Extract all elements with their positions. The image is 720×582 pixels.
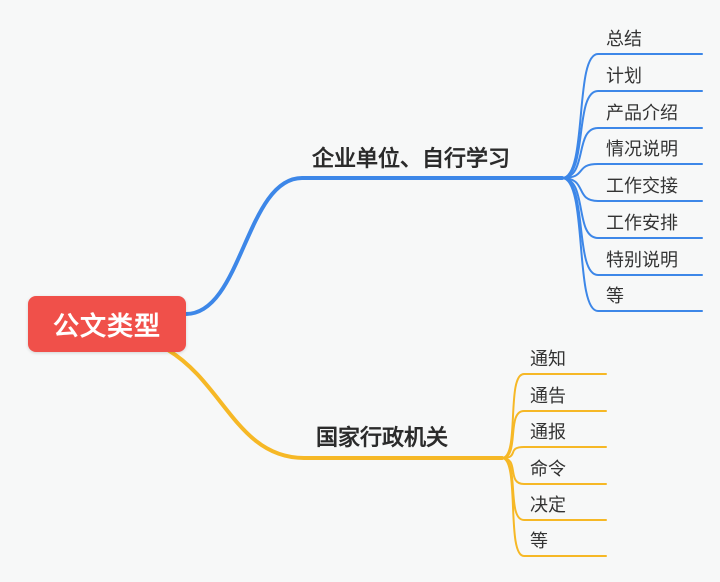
branch-blue-main-line — [184, 176, 564, 316]
leaf-connector-line — [561, 163, 703, 179]
leaf-connector-line — [501, 373, 607, 459]
branch-label-government[interactable]: 国家行政机关 — [316, 426, 449, 451]
leaf-connector-line — [561, 177, 703, 202]
root-node[interactable]: 公文类型 — [28, 296, 186, 352]
leaf-node[interactable]: 决定 — [530, 495, 566, 516]
leaf-node[interactable]: 总结 — [606, 29, 642, 50]
leaf-connector-line — [501, 410, 607, 459]
leaf-node[interactable]: 情况说明 — [606, 139, 678, 160]
leaf-node[interactable]: 产品介绍 — [606, 103, 678, 124]
leaf-connector-line — [561, 53, 703, 179]
leaf-node[interactable]: 通告 — [530, 386, 566, 407]
leaf-node[interactable]: 等 — [530, 531, 548, 552]
leaf-node[interactable]: 通知 — [530, 349, 566, 370]
leaf-node[interactable]: 工作交接 — [606, 176, 678, 197]
leaf-connector-line — [501, 457, 607, 557]
leaf-node[interactable]: 工作安排 — [606, 213, 678, 234]
leaf-connector-line — [561, 177, 703, 312]
leaf-node[interactable]: 特别说明 — [606, 250, 678, 271]
branch-yellow-main-line — [166, 348, 504, 460]
leaf-node[interactable]: 等 — [606, 286, 624, 307]
leaf-node[interactable]: 计划 — [606, 66, 642, 87]
leaf-node[interactable]: 通报 — [530, 422, 566, 443]
leaf-node[interactable]: 命令 — [530, 459, 566, 480]
leaf-connector-line — [561, 90, 703, 179]
leaf-connector-line — [561, 127, 703, 179]
leaf-connector-line — [501, 446, 607, 459]
branch-label-enterprise[interactable]: 企业单位、自行学习 — [312, 147, 511, 172]
